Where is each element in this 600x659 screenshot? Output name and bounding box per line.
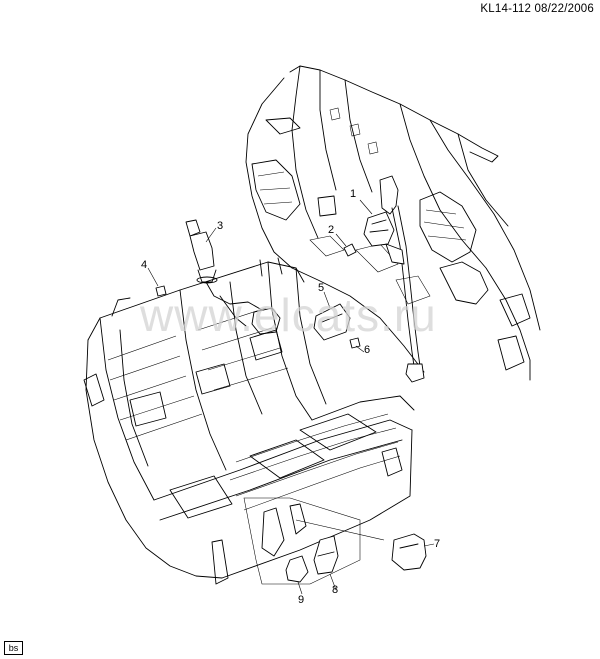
seat-belt-retractor-assembly: [359, 175, 425, 383]
drawing-code: KL14-112 08/22/2006: [480, 3, 594, 15]
callout-8: 8: [332, 584, 339, 596]
bracket-bolt: [349, 337, 361, 349]
watermark: www.elcats.ru: [140, 289, 437, 341]
retractor-bolt: [335, 233, 357, 257]
callout-9: 9: [298, 594, 305, 606]
belt-bracket: [313, 291, 351, 341]
belt-anchor-bolt: [155, 285, 167, 297]
callout-2: 2: [328, 224, 335, 236]
callout-3: 3: [217, 220, 224, 232]
buckle-bracket: [391, 533, 435, 571]
callout-5: 5: [318, 282, 325, 294]
callout-4: 4: [141, 259, 148, 271]
body-side-panel: [245, 65, 541, 381]
seat-belt-buckle: [313, 535, 339, 591]
callout-7: 7: [434, 538, 441, 550]
seat-belt-buckle-small: [285, 555, 309, 595]
callout-1: 1: [350, 188, 357, 200]
corner-badge: bs: [4, 641, 23, 655]
callout-6: 6: [364, 344, 371, 356]
